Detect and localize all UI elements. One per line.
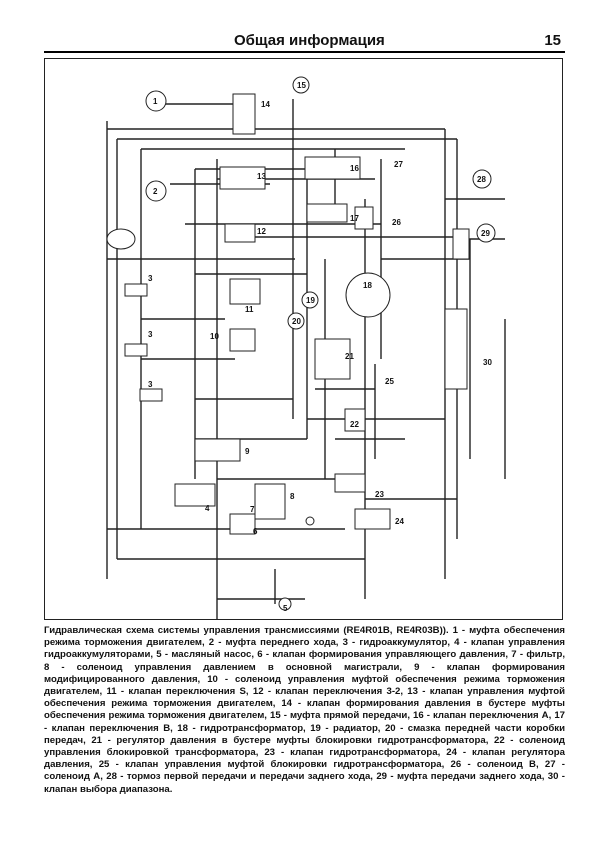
label-25: 25 <box>385 377 394 386</box>
label-3c: 3 <box>148 380 153 389</box>
label-10: 10 <box>210 332 219 341</box>
label-30: 30 <box>483 358 492 367</box>
reservoirs <box>106 228 391 611</box>
header-rule <box>44 51 565 53</box>
label-17: 17 <box>350 214 359 223</box>
label-1: 1 <box>153 97 158 106</box>
label-23: 23 <box>375 490 384 499</box>
label-15: 15 <box>297 81 306 90</box>
label-3b: 3 <box>148 330 153 339</box>
page-number: 15 <box>544 32 561 49</box>
label-4: 4 <box>205 504 210 513</box>
page-title: Общая информация <box>234 32 385 49</box>
page-header: Общая информация 15 <box>44 30 565 53</box>
label-2: 2 <box>153 187 158 196</box>
valve-bodies <box>124 93 470 535</box>
label-13: 13 <box>257 172 266 181</box>
label-28: 28 <box>477 175 486 184</box>
label-6: 6 <box>253 527 258 536</box>
label-24: 24 <box>395 517 404 526</box>
label-19: 19 <box>306 296 315 305</box>
diagram-labels: 1 2 3 3 3 4 5 6 7 8 9 10 11 12 13 14 15 … <box>148 81 492 613</box>
label-16: 16 <box>350 164 359 173</box>
component-callouts <box>145 76 496 330</box>
figure-caption: Гидравлическая схема системы управления … <box>44 625 565 795</box>
hydraulic-schematic: 1 2 3 3 3 4 5 6 7 8 9 10 11 12 13 14 15 … <box>106 76 506 619</box>
label-18: 18 <box>363 281 372 290</box>
label-7: 7 <box>250 505 255 514</box>
label-9: 9 <box>245 447 250 456</box>
label-29: 29 <box>481 229 490 238</box>
label-21: 21 <box>345 352 354 361</box>
label-5: 5 <box>283 604 288 613</box>
label-12: 12 <box>257 227 266 236</box>
label-20: 20 <box>292 317 301 326</box>
label-11: 11 <box>245 305 254 314</box>
label-27: 27 <box>394 160 403 169</box>
hydraulic-diagram: 1 2 3 3 3 4 5 6 7 8 9 10 11 12 13 14 15 … <box>44 58 563 620</box>
label-22: 22 <box>350 420 359 429</box>
label-14: 14 <box>261 100 270 109</box>
label-3a: 3 <box>148 274 153 283</box>
label-26: 26 <box>392 218 401 227</box>
label-8: 8 <box>290 492 295 501</box>
